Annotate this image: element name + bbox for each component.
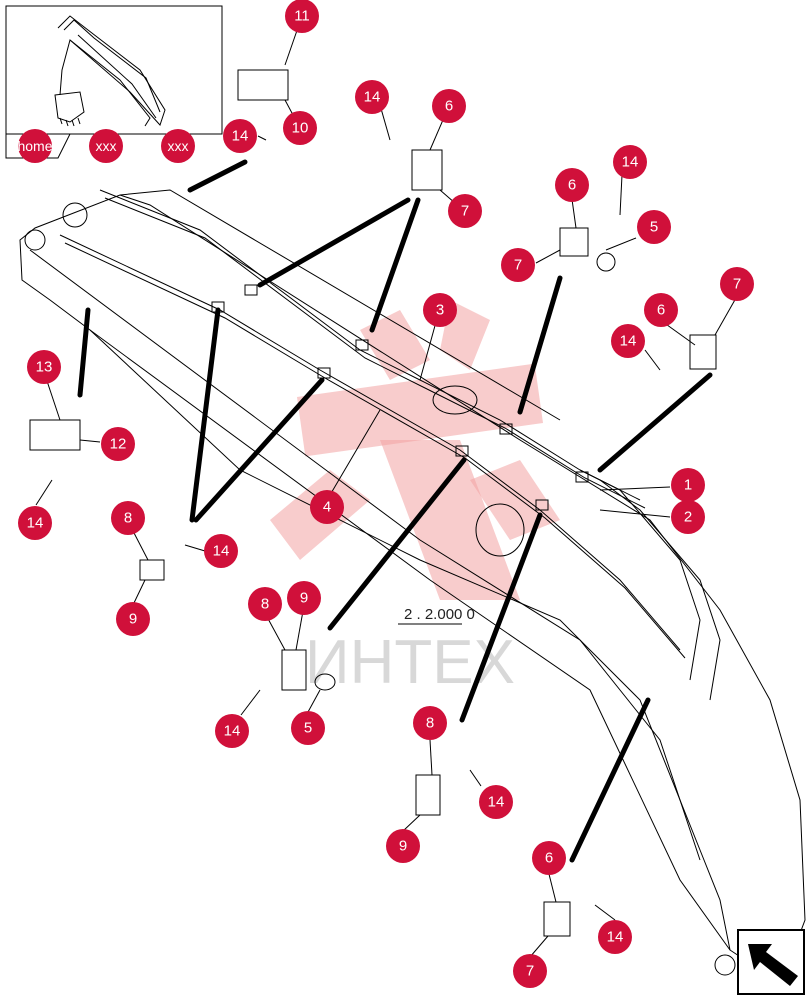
callout-14[interactable]: 14 [598, 920, 632, 954]
callout-14[interactable]: 14 [215, 714, 249, 748]
svg-text:11: 11 [294, 8, 310, 25]
svg-text:14: 14 [224, 723, 241, 740]
next-page-arrow-icon[interactable] [737, 929, 805, 995]
svg-text:9: 9 [399, 838, 407, 855]
svg-text:14: 14 [620, 333, 637, 350]
callout-5[interactable]: 5 [637, 210, 671, 244]
svg-text:12: 12 [110, 436, 127, 453]
svg-text:14: 14 [213, 543, 230, 560]
part-sketches [29, 69, 717, 937]
prev-label: xxx [96, 138, 117, 154]
callout-6[interactable]: 6 [555, 168, 589, 202]
callout-7[interactable]: 7 [448, 194, 482, 228]
callout-8[interactable]: 8 [248, 587, 282, 621]
callout-10[interactable]: 10 [283, 111, 317, 145]
svg-text:5: 5 [304, 720, 312, 737]
callout-12[interactable]: 12 [101, 427, 135, 461]
svg-text:8: 8 [261, 596, 269, 613]
callout-7[interactable]: 7 [720, 267, 754, 301]
svg-text:14: 14 [232, 128, 249, 145]
callout-4[interactable]: 4 [310, 490, 344, 524]
callout-9[interactable]: 9 [116, 602, 150, 636]
callout-8[interactable]: 8 [111, 501, 145, 535]
home-label: home [17, 138, 52, 154]
callout-1[interactable]: 1 [671, 468, 705, 502]
callout-14[interactable]: 14 [479, 785, 513, 819]
callout-8[interactable]: 8 [413, 706, 447, 740]
callout-14[interactable]: 14 [18, 506, 52, 540]
svg-text:8: 8 [124, 510, 132, 527]
svg-text:7: 7 [526, 963, 534, 980]
svg-text:10: 10 [292, 120, 309, 137]
callout-7[interactable]: 7 [501, 248, 535, 282]
next-button[interactable]: xxx [161, 129, 195, 163]
callout-9[interactable]: 9 [386, 829, 420, 863]
reference-code: 2 . 2.000 0 [404, 606, 475, 623]
svg-text:6: 6 [657, 302, 665, 319]
svg-text:4: 4 [323, 499, 331, 516]
svg-text:6: 6 [445, 98, 453, 115]
callout-14[interactable]: 14 [223, 119, 257, 153]
callout-9[interactable]: 9 [287, 581, 321, 615]
overview-inset [5, 5, 223, 135]
svg-text:6: 6 [545, 850, 553, 867]
svg-text:9: 9 [129, 611, 137, 628]
inset-tab [5, 133, 71, 159]
svg-text:14: 14 [607, 929, 624, 946]
svg-text:14: 14 [622, 154, 639, 171]
callout-11[interactable]: 11 [285, 0, 319, 33]
svg-text:2: 2 [684, 509, 692, 526]
callout-14[interactable]: 14 [611, 324, 645, 358]
callout-13[interactable]: 13 [27, 350, 61, 384]
svg-text:7: 7 [733, 276, 741, 293]
svg-text:1: 1 [684, 477, 692, 494]
svg-text:8: 8 [426, 715, 434, 732]
callout-6[interactable]: 6 [532, 841, 566, 875]
callout-leaders [35, 15, 737, 958]
callout-14[interactable]: 14 [204, 534, 238, 568]
home-button[interactable]: home [17, 129, 53, 163]
callout-7[interactable]: 7 [513, 954, 547, 988]
svg-text:14: 14 [27, 515, 44, 532]
next-label: xxx [168, 138, 189, 154]
svg-text:9: 9 [300, 590, 308, 607]
svg-text:5: 5 [650, 219, 658, 236]
svg-text:6: 6 [568, 177, 576, 194]
watermark-text: ИНТЕХ [305, 628, 515, 697]
callout-6[interactable]: 6 [644, 293, 678, 327]
svg-text:3: 3 [436, 302, 444, 319]
callout-3[interactable]: 3 [423, 293, 457, 327]
svg-text:14: 14 [488, 794, 505, 811]
leader-lines [77, 159, 713, 863]
callout-2[interactable]: 2 [671, 500, 705, 534]
svg-text:7: 7 [514, 257, 522, 274]
callout-14[interactable]: 14 [355, 80, 389, 114]
svg-text:13: 13 [36, 359, 53, 376]
callout-14[interactable]: 14 [613, 145, 647, 179]
prev-button[interactable]: xxx [89, 129, 123, 163]
callout-6[interactable]: 6 [432, 89, 466, 123]
svg-text:7: 7 [461, 203, 469, 220]
svg-text:14: 14 [364, 89, 381, 106]
callout-5[interactable]: 5 [291, 711, 325, 745]
